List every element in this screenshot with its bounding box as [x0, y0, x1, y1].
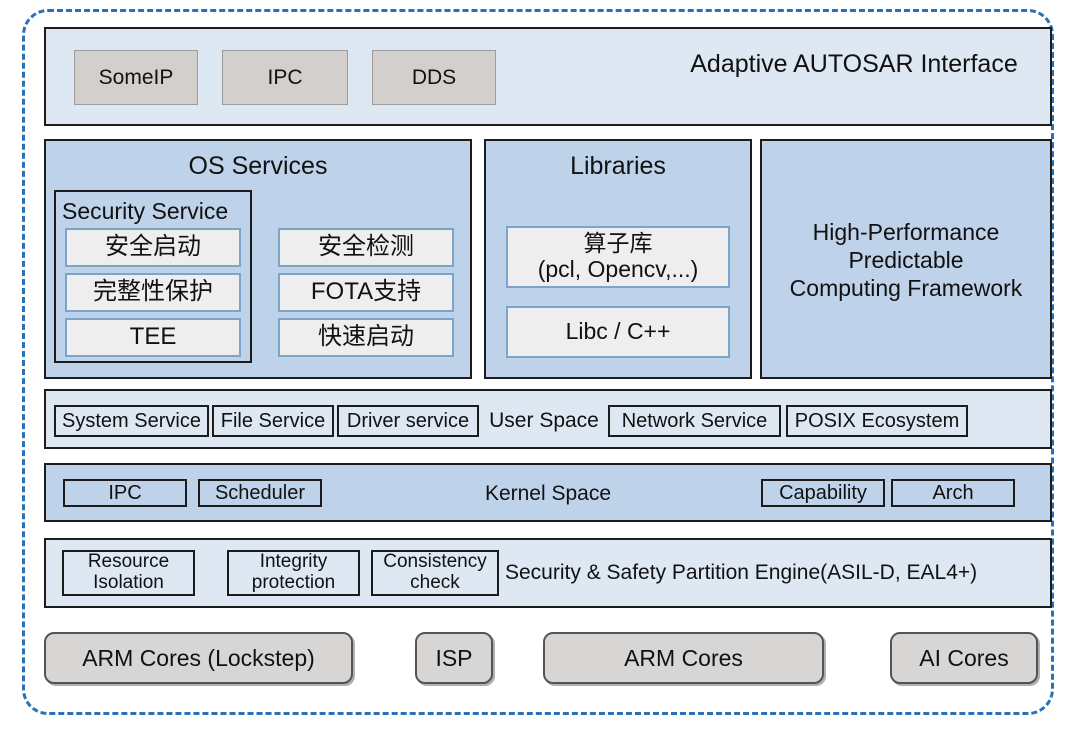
os-services-title: OS Services [188, 151, 328, 180]
chip-consistency-check[interactable]: Consistency check [371, 550, 499, 596]
chip-someip[interactable]: SomeIP [74, 50, 198, 105]
pill-arm-cores-lockstep-label: ARM Cores (Lockstep) [82, 644, 315, 671]
chip-operator-library-label: 算子库 (pcl, Opencv,...) [537, 230, 699, 282]
chip-scheduler-label: Scheduler [214, 482, 306, 504]
security-service-title: Security Service [62, 197, 229, 224]
chip-network-service-label: Network Service [621, 410, 768, 432]
partition-engine-title: Security & Safety Partition Engine(ASIL-… [505, 561, 978, 585]
frame-security-service [54, 190, 252, 363]
chip-integrity-protection-engine-label: Integrity protection [251, 551, 336, 593]
chip-capability-label: Capability [779, 482, 867, 504]
chip-driver-service[interactable]: Driver service [337, 405, 479, 437]
chip-integrity-protection[interactable]: 完整性保护 [65, 273, 241, 312]
chip-fast-boot-label: 快速启动 [318, 323, 414, 351]
chip-integrity-protection-engine[interactable]: Integrity protection [227, 550, 360, 596]
chip-dds[interactable]: DDS [372, 50, 496, 105]
chip-someip-label: SomeIP [98, 65, 174, 89]
system-boundary [22, 9, 1054, 715]
kernel-space-title: Kernel Space [484, 482, 612, 506]
chip-system-service[interactable]: System Service [54, 405, 209, 437]
block-computing-framework [760, 139, 1052, 379]
pill-isp-label: ISP [435, 644, 473, 671]
computing-framework-label: High-Performance Predictable Computing F… [789, 218, 1023, 302]
chip-dds-label: DDS [411, 65, 457, 89]
libraries-title: Libraries [570, 151, 666, 180]
chip-network-service[interactable]: Network Service [608, 405, 781, 437]
chip-fota-support[interactable]: FOTA支持 [278, 273, 454, 312]
chip-consistency-check-label: Consistency check [383, 551, 487, 593]
chip-kernel-ipc-label: IPC [108, 482, 142, 504]
chip-libc-cpp-label: Libc / C++ [565, 318, 671, 345]
chip-driver-service-label: Driver service [346, 410, 470, 432]
chip-fota-support-label: FOTA支持 [310, 278, 422, 306]
chip-operator-library[interactable]: 算子库 (pcl, Opencv,...) [506, 226, 730, 288]
chip-security-detection[interactable]: 安全检测 [278, 228, 454, 267]
pill-arm-cores-lockstep[interactable]: ARM Cores (Lockstep) [44, 632, 353, 684]
chip-secure-boot-label: 安全启动 [105, 233, 201, 261]
chip-file-service-label: File Service [220, 410, 326, 432]
chip-scheduler[interactable]: Scheduler [198, 479, 322, 507]
chip-system-service-label: System Service [62, 410, 201, 432]
layer-adaptive-autosar-interface [44, 27, 1052, 126]
chip-resource-isolation[interactable]: Resource Isolation [62, 550, 195, 596]
chip-posix-ecosystem-label: POSIX Ecosystem [794, 410, 960, 432]
chip-posix-ecosystem[interactable]: POSIX Ecosystem [786, 405, 968, 437]
layer-partition-engine [44, 538, 1052, 608]
pill-ai-cores-label: AI Cores [919, 644, 1009, 671]
chip-ipc-label: IPC [267, 65, 303, 89]
pill-arm-cores[interactable]: ARM Cores [543, 632, 824, 684]
pill-isp[interactable]: ISP [415, 632, 493, 684]
chip-kernel-ipc[interactable]: IPC [63, 479, 187, 507]
chip-ipc[interactable]: IPC [222, 50, 348, 105]
chip-integrity-protection-label: 完整性保护 [93, 278, 213, 306]
pill-ai-cores[interactable]: AI Cores [890, 632, 1038, 684]
chip-tee[interactable]: TEE [65, 318, 241, 357]
user-space-title: User Space [489, 409, 599, 433]
chip-fast-boot[interactable]: 快速启动 [278, 318, 454, 357]
chip-file-service[interactable]: File Service [212, 405, 334, 437]
chip-resource-isolation-label: Resource Isolation [87, 551, 170, 593]
layer-interface-title: Adaptive AUTOSAR Interface [690, 49, 1018, 78]
chip-capability[interactable]: Capability [761, 479, 885, 507]
chip-secure-boot[interactable]: 安全启动 [65, 228, 241, 267]
chip-tee-label: TEE [129, 323, 177, 351]
chip-arch-label: Arch [932, 482, 974, 504]
chip-security-detection-label: 安全检测 [318, 233, 414, 261]
pill-arm-cores-label: ARM Cores [624, 644, 743, 671]
chip-arch[interactable]: Arch [891, 479, 1015, 507]
chip-libc-cpp[interactable]: Libc / C++ [506, 306, 730, 358]
